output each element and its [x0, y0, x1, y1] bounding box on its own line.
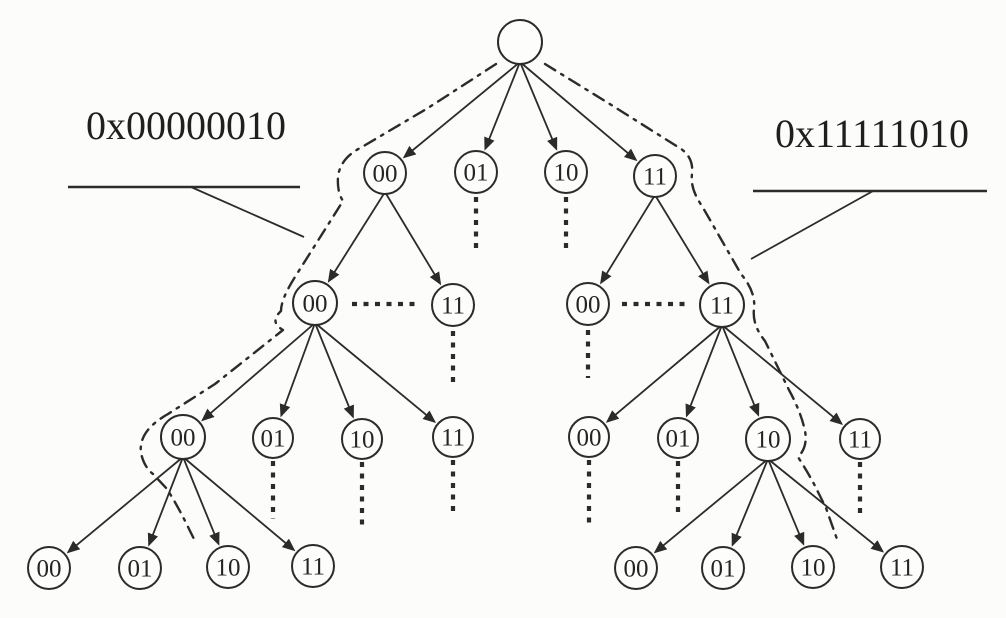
tree-edge — [147, 456, 184, 547]
node-label: 11 — [710, 293, 734, 320]
node-label: 00 — [624, 556, 649, 583]
tree-edge — [279, 322, 316, 418]
tree-edge — [767, 458, 885, 553]
tree-node — [292, 280, 338, 326]
node-label: 00 — [373, 161, 398, 188]
tree-node — [699, 282, 745, 328]
tree-node — [252, 417, 294, 459]
tree-edge — [767, 458, 805, 546]
node-label: 10 — [756, 427, 781, 454]
tree-node — [291, 544, 335, 588]
tree-edge — [327, 191, 386, 283]
tree-node — [431, 283, 475, 327]
node-label: 11 — [441, 425, 465, 452]
node-label: 01 — [464, 160, 489, 187]
tree-edge — [384, 191, 442, 286]
left-address-label: 0x00000010 — [86, 103, 286, 148]
node-label: 11 — [441, 293, 465, 320]
right-address-pointer — [750, 190, 874, 260]
node-label: 00 — [577, 425, 602, 452]
tree-node — [791, 545, 835, 589]
node-label: 00 — [576, 292, 601, 319]
tree-node — [341, 418, 383, 460]
node-label: 10 — [350, 427, 375, 454]
tree-node — [839, 418, 881, 460]
tree-node — [206, 545, 250, 589]
tree-node — [544, 150, 588, 194]
node-label: 01 — [666, 426, 691, 453]
tree-edge — [654, 194, 710, 285]
path-0x00000010 — [139, 62, 498, 545]
tree-node — [27, 546, 71, 590]
node-label: 11 — [643, 164, 667, 191]
tree-edge — [519, 61, 558, 151]
left-address-pointer — [190, 186, 305, 238]
node-label: 10 — [554, 160, 579, 187]
tree-edge — [402, 61, 521, 159]
node-label: 11 — [848, 427, 872, 454]
tree-edge — [721, 324, 760, 417]
tree-edge — [653, 458, 769, 554]
path-0x11111010 — [543, 62, 840, 544]
node-label: 00 — [303, 291, 328, 318]
tree-edge — [201, 322, 316, 422]
tree-node — [363, 151, 407, 195]
tree-node — [566, 282, 610, 326]
node-label: 01 — [261, 426, 286, 453]
node-label: 10 — [216, 555, 241, 582]
tree-edge — [685, 324, 723, 418]
node-label: 00 — [171, 425, 196, 452]
tree-edge — [605, 324, 723, 423]
tree-edge — [484, 61, 521, 151]
tree-node — [745, 416, 791, 462]
tree-edge — [600, 194, 656, 285]
node-label: 00 — [37, 556, 62, 583]
tree-node — [633, 154, 677, 198]
node-label: 01 — [711, 556, 736, 583]
tree-node — [118, 546, 162, 590]
node-label: 11 — [301, 554, 325, 581]
tree-node — [880, 545, 924, 589]
tree-node — [432, 416, 474, 458]
tree-node — [701, 546, 745, 590]
tree-edge — [66, 456, 184, 554]
tree-edge — [182, 456, 220, 546]
tree-node — [454, 150, 498, 194]
tree-node-root — [497, 19, 543, 65]
tree-edge — [721, 324, 844, 425]
tree-node — [614, 546, 658, 590]
node-label: 11 — [890, 555, 914, 582]
tree-node — [657, 417, 699, 459]
tree-edge — [314, 322, 437, 423]
node-label: 10 — [801, 555, 826, 582]
tree-edge — [182, 456, 296, 552]
tree-edge — [314, 322, 354, 419]
tree-node — [568, 416, 610, 458]
tree-edge — [519, 61, 638, 162]
tree-edge — [731, 458, 769, 547]
right-address-label: 0x11111010 — [774, 111, 970, 156]
tree-node — [160, 414, 206, 460]
node-label: 01 — [128, 556, 153, 583]
